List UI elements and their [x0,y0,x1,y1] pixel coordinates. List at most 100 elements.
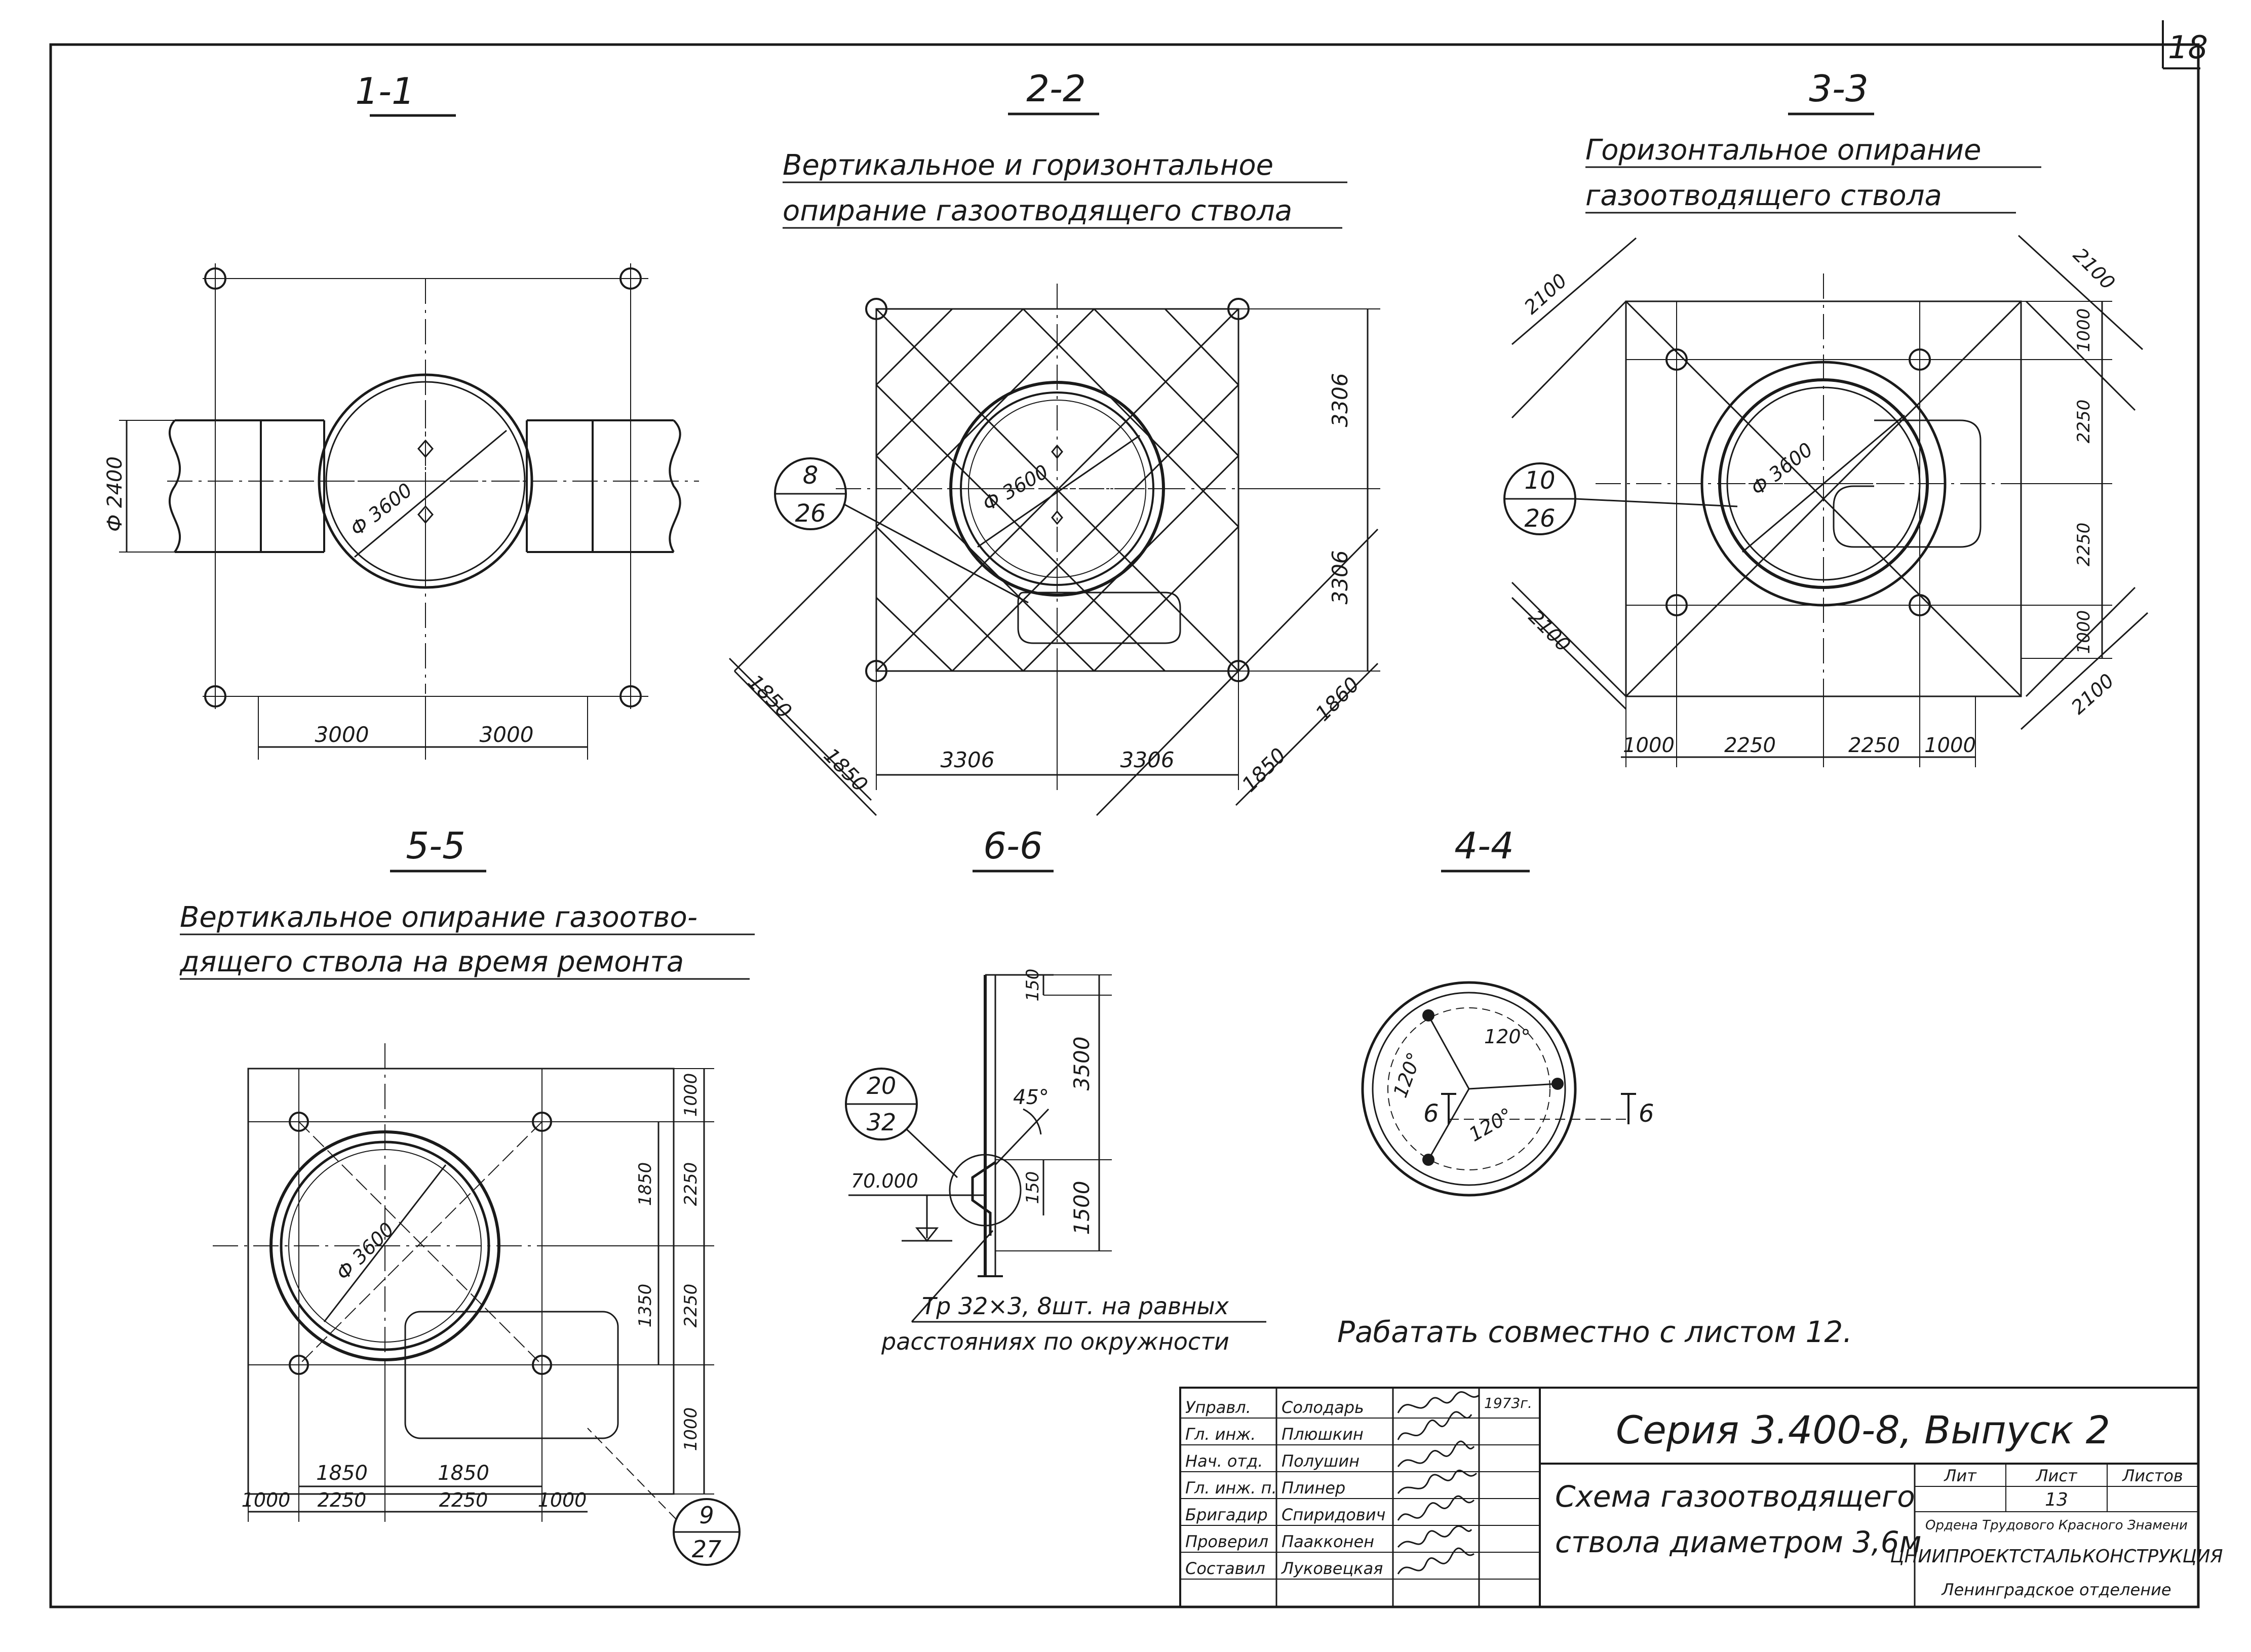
ring-outer [1361,981,1577,1197]
dimension-label: 1000 [681,1407,701,1451]
role-label: Управл. [1185,1398,1251,1417]
section-3-3-title: 3-3 [1809,67,1869,110]
diag-dimension-line [2017,234,2144,350]
support-bracket [971,1161,996,1236]
dimension-label: 1850 [438,1462,489,1485]
role-label: Бригадир [1185,1505,1268,1524]
dimension-label: 2250 [318,1489,367,1511]
frame-outline [247,1068,675,1495]
org-line1: Ордена Трудового Красного Знамени [1925,1518,2188,1533]
signatures [1397,1391,1480,1575]
name-label: Спиридович [1282,1505,1385,1524]
elevation-label: 70.000 [851,1170,918,1192]
shaft-diameter-label: Ф 3600 [1747,438,1817,500]
section-cut-mark-left [1441,1093,1456,1124]
section-2-2: 2-2 Вертикальное и горизонтальное опиран… [728,67,1380,816]
dimension-label: 2250 [2074,523,2094,567]
sheet-value: 13 [2045,1489,2068,1510]
sheet-frame [49,43,2200,1608]
dimension-label: 1850 [1238,744,1291,797]
dimension-label: 2100 [2069,244,2119,294]
dimension-label: 3306 [1328,550,1352,605]
section-2-2-caption-line1: Вертикальное и горизонтальное [783,149,1273,182]
drawing-title-line2: ствола диаметром 3,6м [1555,1525,1921,1559]
dimension-label: 1000 [1623,734,1675,757]
title-block-frame [1179,1387,2199,1608]
access-opening [1017,592,1181,644]
series-label: Серия 3.400-8, Выпуск 2 [1616,1407,2110,1452]
angle-label: 120° [1484,1026,1531,1048]
callout-bottom: 27 [692,1536,722,1563]
section-5-5-caption-line1: Вертикальное опирание газоотво- [180,901,697,934]
dimension-label: 1000 [538,1489,587,1511]
column-marker [865,298,887,320]
dimension-label: 2250 [1848,734,1900,757]
section-4-4: 4-4 120° 120° 120° 6 6 [1361,824,1654,1197]
dimension-label: 150 [1023,1171,1043,1204]
dimension-label: 3306 [941,748,995,772]
callout-top: 10 [1524,466,1555,495]
diag-dimension-line [1235,662,1379,806]
general-note: Рабатать совместно с листом 12. [1337,1315,1852,1349]
section-cut-label-right: 6 [1639,1099,1654,1128]
section-1-1: 1-1 Ф 3600 Ф 2400 [103,70,699,760]
angle-label: 120° [1389,1049,1426,1100]
column-marker [1665,594,1688,616]
dimension-label: 150 [1023,969,1043,1002]
pipe-diameter-label: Ф 2400 [103,456,127,532]
section-2-2-caption-line2: опирание газоотводящего ствола [783,194,1292,227]
callout-bottom: 26 [1524,504,1555,533]
name-label: Полушин [1282,1451,1360,1471]
elevation-triangle [915,1227,939,1242]
org-line3: Ленинградское отделение [1941,1580,2171,1599]
section-2-2-title: 2-2 [1026,67,1086,110]
angle-arc [1023,1108,1042,1135]
header-sheet: Лист [2035,1466,2077,1485]
dimension-label: 1850 [635,1162,655,1206]
callout-bottom: 26 [795,499,826,528]
header-sheets: Листов [2122,1466,2183,1485]
dimension-label: 1000 [2074,308,2094,352]
dimension-label: 2250 [1724,734,1776,757]
access-opening [1833,419,1982,548]
title-block: Управл. Гл. инж. Нач. отд. Гл. инж. п. Б… [1179,1387,2223,1608]
detail-circle [949,1154,1022,1227]
section-5-5: 5-5 Вертикальное опирание газоотво- дяще… [179,824,755,1566]
name-label: Плинер [1282,1478,1345,1498]
dimension-label: 3306 [1328,373,1352,427]
role-label: Нач. отд. [1185,1451,1263,1471]
diag-dimension-line [2020,612,2149,730]
diag-dimension-line [1511,597,1627,710]
column-marker [1909,348,1931,371]
callout-top: 9 [699,1502,714,1529]
dimension-label: 1850 [743,671,796,724]
access-opening [404,1311,619,1439]
section-5-5-caption-line2: дящего ствола на время ремонта [179,946,684,978]
lug-marker [417,439,434,458]
dimension-label: 1350 [635,1284,655,1328]
column-marker [1909,594,1931,616]
role-label: Составил [1185,1559,1265,1578]
section-3-3-caption-line1: Горизонтальное опирание [1585,134,1982,167]
shaft-inner [280,1140,490,1351]
dimension-label: 1850 [316,1462,368,1485]
shaft-diameter-leader [977,435,1140,548]
name-label: Луковецкая [1281,1559,1383,1578]
shaft-diameter-label: Ф 3600 [346,479,416,540]
section-4-4-title: 4-4 [1454,824,1514,867]
column-marker [289,1112,309,1132]
radius-line [1468,1083,1558,1090]
column-marker [1665,348,1688,371]
section-1-1-title: 1-1 [355,70,415,112]
dimension-label: 2100 [1524,606,1575,656]
callout-leader [1575,498,1738,507]
diagonal-bracing [733,308,1379,816]
drawing-title-line1: Схема газоотводящего [1555,1479,1915,1514]
role-label: Гл. инж. п. [1185,1478,1277,1498]
callout-bottom: 32 [867,1109,897,1136]
section-5-5-title: 5-5 [406,824,465,867]
column-marker [619,267,642,290]
dimension-label: 2100 [2067,670,2118,719]
angle-label: 45° [1013,1086,1049,1109]
